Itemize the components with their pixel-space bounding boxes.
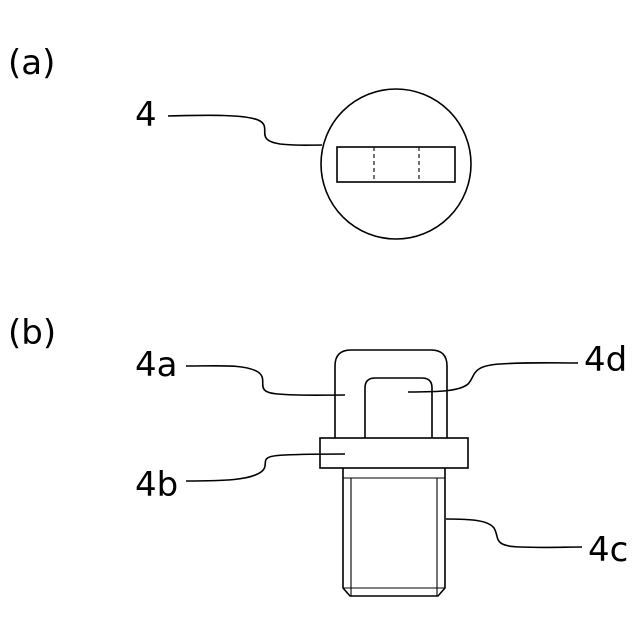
panel-b-tag: (b) — [8, 313, 56, 353]
panel-a-tag: (a) — [8, 43, 55, 83]
part-label-4c: 4c — [588, 530, 628, 570]
part-label-4: 4 — [135, 95, 157, 135]
handle-loop-inner — [365, 378, 432, 438]
part-label-4d: 4d — [584, 340, 627, 380]
flange-rectangle — [320, 438, 468, 468]
leader-line-4a — [186, 366, 345, 395]
cap-circle-outline — [321, 89, 471, 239]
leader-line-4d — [408, 363, 578, 392]
slot-rectangle — [337, 147, 455, 182]
handle-loop-outer — [335, 350, 447, 438]
part-label-4a: 4a — [135, 345, 177, 385]
panel-b: (b) 4a 4b 4c 4d — [8, 313, 628, 596]
part-label-4b: 4b — [135, 465, 178, 505]
leader-line-4 — [168, 115, 322, 145]
threaded-shank-outline — [343, 468, 445, 596]
panel-a: (a) 4 — [8, 43, 471, 239]
leader-line-4c — [446, 519, 582, 547]
